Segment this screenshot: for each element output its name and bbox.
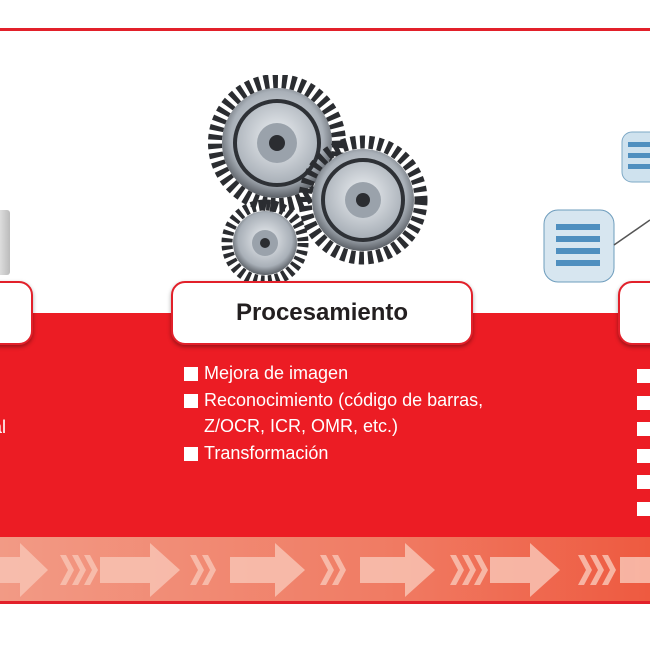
stage-label-output <box>618 281 650 345</box>
item-text: Transformación <box>204 442 329 463</box>
top-border <box>0 28 650 31</box>
bullet-square-icon <box>184 393 198 408</box>
bullet-square-icon <box>637 369 650 383</box>
list-item: Transformación <box>184 440 534 467</box>
item-text: Reconocimiento (código de barras, Z/OCR,… <box>204 389 484 437</box>
bullet-square-icon <box>637 475 650 489</box>
list-item <box>637 362 650 389</box>
bullet-square-icon <box>184 367 198 381</box>
gears-icon <box>208 75 428 285</box>
bullet-square-icon <box>637 422 650 436</box>
flow-arrows-icon <box>0 543 650 597</box>
list-item <box>637 415 650 442</box>
list-item: Reconocimiento (código de barras, Z/OCR,… <box>184 387 524 440</box>
item-text: Mejora de imagen <box>204 363 349 383</box>
servers-icon <box>543 131 650 283</box>
stage-label-capture <box>0 281 33 345</box>
stage-capture-items: al <box>0 414 6 441</box>
bottom-border <box>0 601 650 604</box>
bullet-square-icon <box>184 446 198 461</box>
list-item <box>637 442 650 469</box>
device-icon <box>0 210 10 275</box>
list-item <box>637 495 650 522</box>
bullet-square-icon <box>637 448 650 463</box>
list-item <box>637 468 650 495</box>
list-item: Mejora de imagen <box>184 360 534 387</box>
bullet-square-icon <box>637 395 650 410</box>
stage-processing-items: Mejora de imagen Reconocimiento (código … <box>184 360 534 466</box>
stage-label-processing: Procesamiento <box>171 281 473 345</box>
stage-output-items <box>637 362 650 521</box>
bullet-square-icon <box>637 501 650 516</box>
list-item <box>637 389 650 416</box>
list-item: al <box>0 417 7 437</box>
